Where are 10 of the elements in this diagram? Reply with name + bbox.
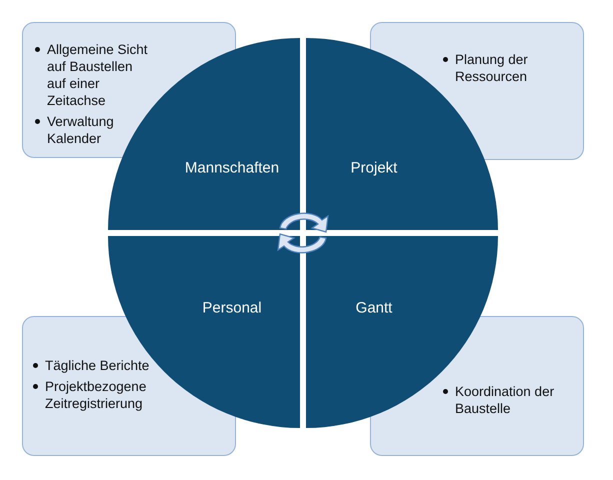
bullet-item: Verwaltung Kalender bbox=[47, 114, 114, 146]
bullet-item: Allgemeine Sicht auf Baustellen auf einer Zeitachse bbox=[47, 42, 148, 108]
quadrant-label: Personal bbox=[202, 300, 262, 316]
bullet-item: Tägliche Berichte bbox=[45, 358, 150, 373]
quadrant-label: Mannschaften bbox=[184, 160, 280, 176]
bullet-item: Koordination der Baustelle bbox=[455, 384, 554, 416]
bullet-item: Planung der Ressourcen bbox=[455, 52, 528, 84]
bullet-item: Projektbezogene Zeitregistrierung bbox=[45, 379, 146, 411]
quadrant-label: Projekt bbox=[350, 160, 398, 176]
quadrant-label: Gantt bbox=[356, 300, 392, 316]
